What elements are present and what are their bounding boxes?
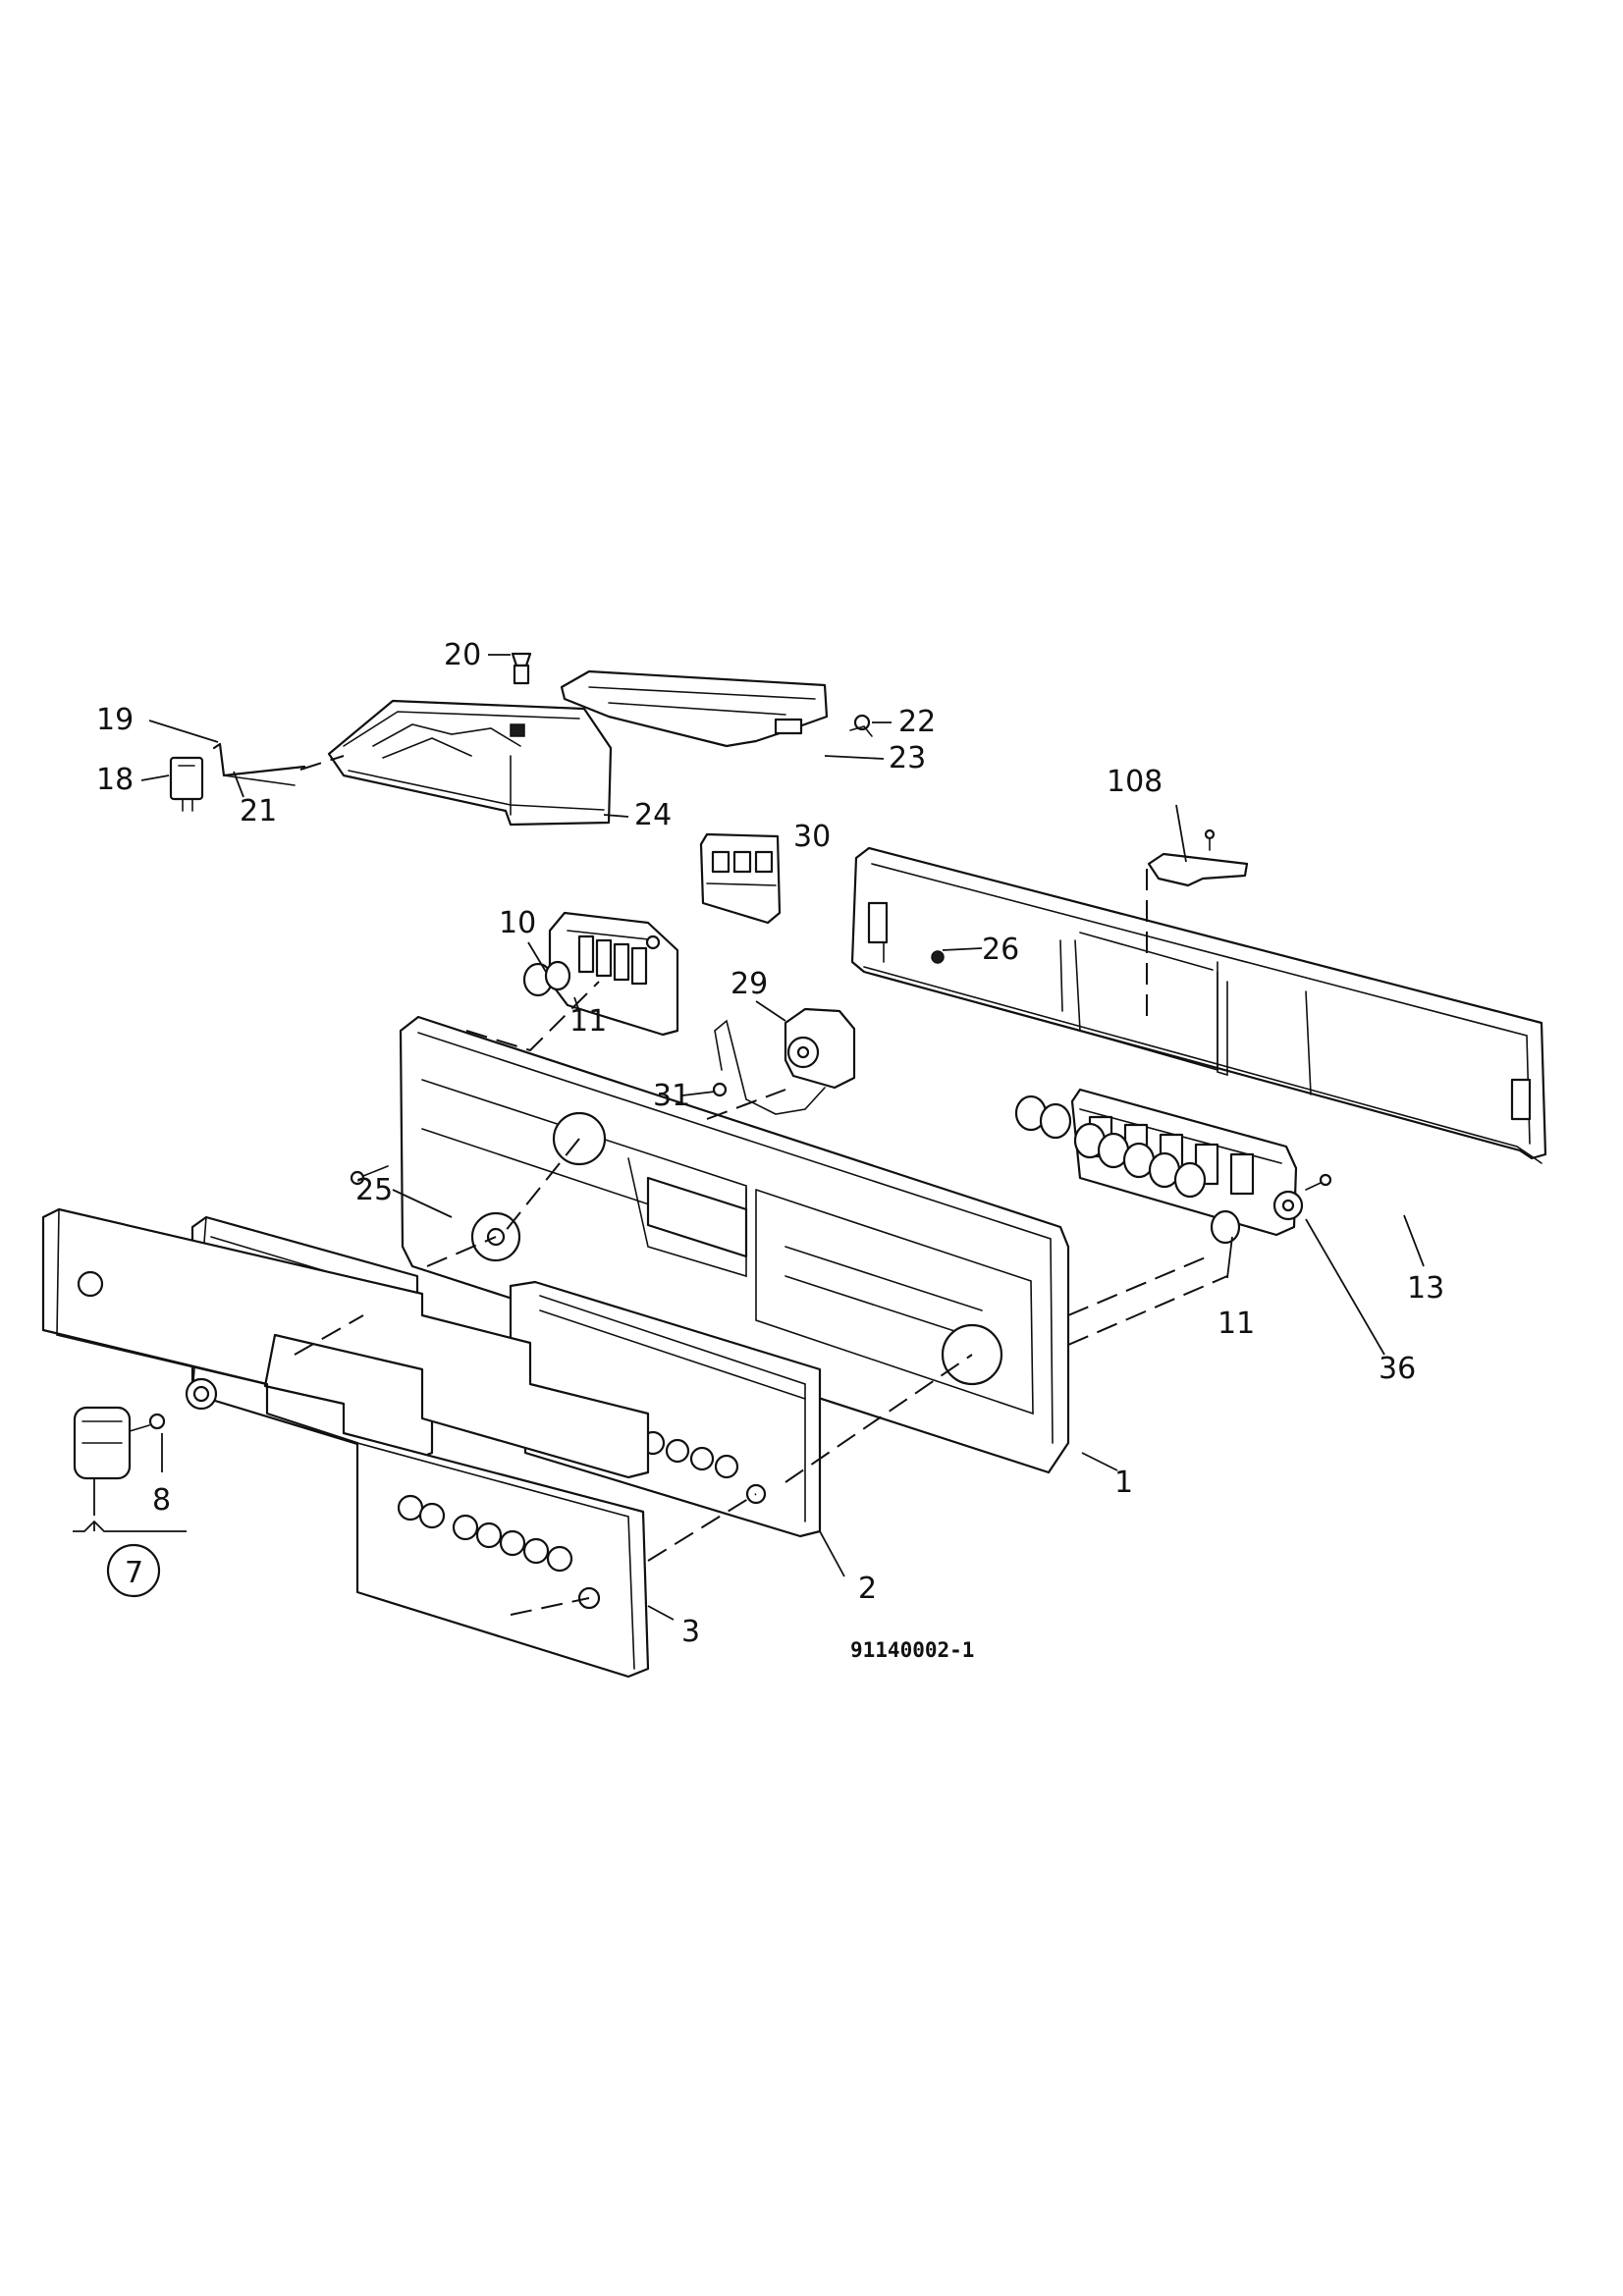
callout-7: 7	[125, 1556, 143, 1590]
callout-19: 19	[96, 703, 134, 737]
drawing-number: 91140002-1	[850, 1638, 974, 1662]
part-29-timer	[714, 1007, 856, 1115]
part-11-switch-row	[1014, 1088, 1298, 1245]
callout-3: 3	[681, 1615, 700, 1649]
callout-18: 18	[96, 763, 134, 797]
part-13-rear-frame	[850, 846, 1547, 1164]
callout-24: 24	[634, 798, 672, 832]
part-31-screw	[712, 1082, 728, 1097]
callout-11-upper: 11	[569, 1004, 607, 1039]
callout-108: 108	[1107, 765, 1163, 799]
part-30-connector	[699, 832, 782, 925]
callout-labels: 20 19 18 21 22 23 24 30 108 26 10 11 29 …	[96, 638, 1444, 1662]
callout-10: 10	[499, 906, 536, 940]
callout-30: 30	[793, 820, 831, 854]
callout-29: 29	[730, 967, 768, 1001]
part-23-top-rail	[560, 669, 829, 748]
part-24-top-frame	[327, 699, 613, 827]
part-18-switch	[169, 756, 204, 812]
callout-11-lower: 11	[1217, 1307, 1255, 1341]
screw-left-housing	[350, 1165, 389, 1186]
callout-36: 36	[1379, 1352, 1416, 1386]
part-19-rod	[212, 742, 306, 786]
callout-21: 20	[444, 638, 481, 672]
callout-31: 31	[653, 1079, 690, 1113]
part-8-spring	[129, 1413, 166, 1432]
callout-23: 23	[889, 741, 926, 775]
part-3-front-panel	[41, 1207, 650, 1679]
part-7-knob	[73, 1406, 132, 1480]
part-36-screw	[1272, 1173, 1332, 1221]
callout-26: 26	[982, 933, 1019, 967]
part-10-switch-block	[522, 911, 679, 1037]
part-108-bracket	[1147, 828, 1249, 887]
leader-lines	[73, 654, 1425, 1621]
callout-20: 21	[240, 794, 277, 828]
callout-7-circle	[106, 1543, 161, 1598]
callout-1: 1	[1114, 1466, 1133, 1500]
callout-25: 25	[355, 1173, 393, 1207]
callout-13: 13	[1407, 1271, 1444, 1306]
part-21-screw	[511, 652, 532, 685]
callout-22: 22	[898, 705, 936, 739]
callout-8: 8	[152, 1483, 171, 1518]
part-22-screw	[849, 714, 873, 737]
callout-2: 2	[858, 1572, 877, 1606]
